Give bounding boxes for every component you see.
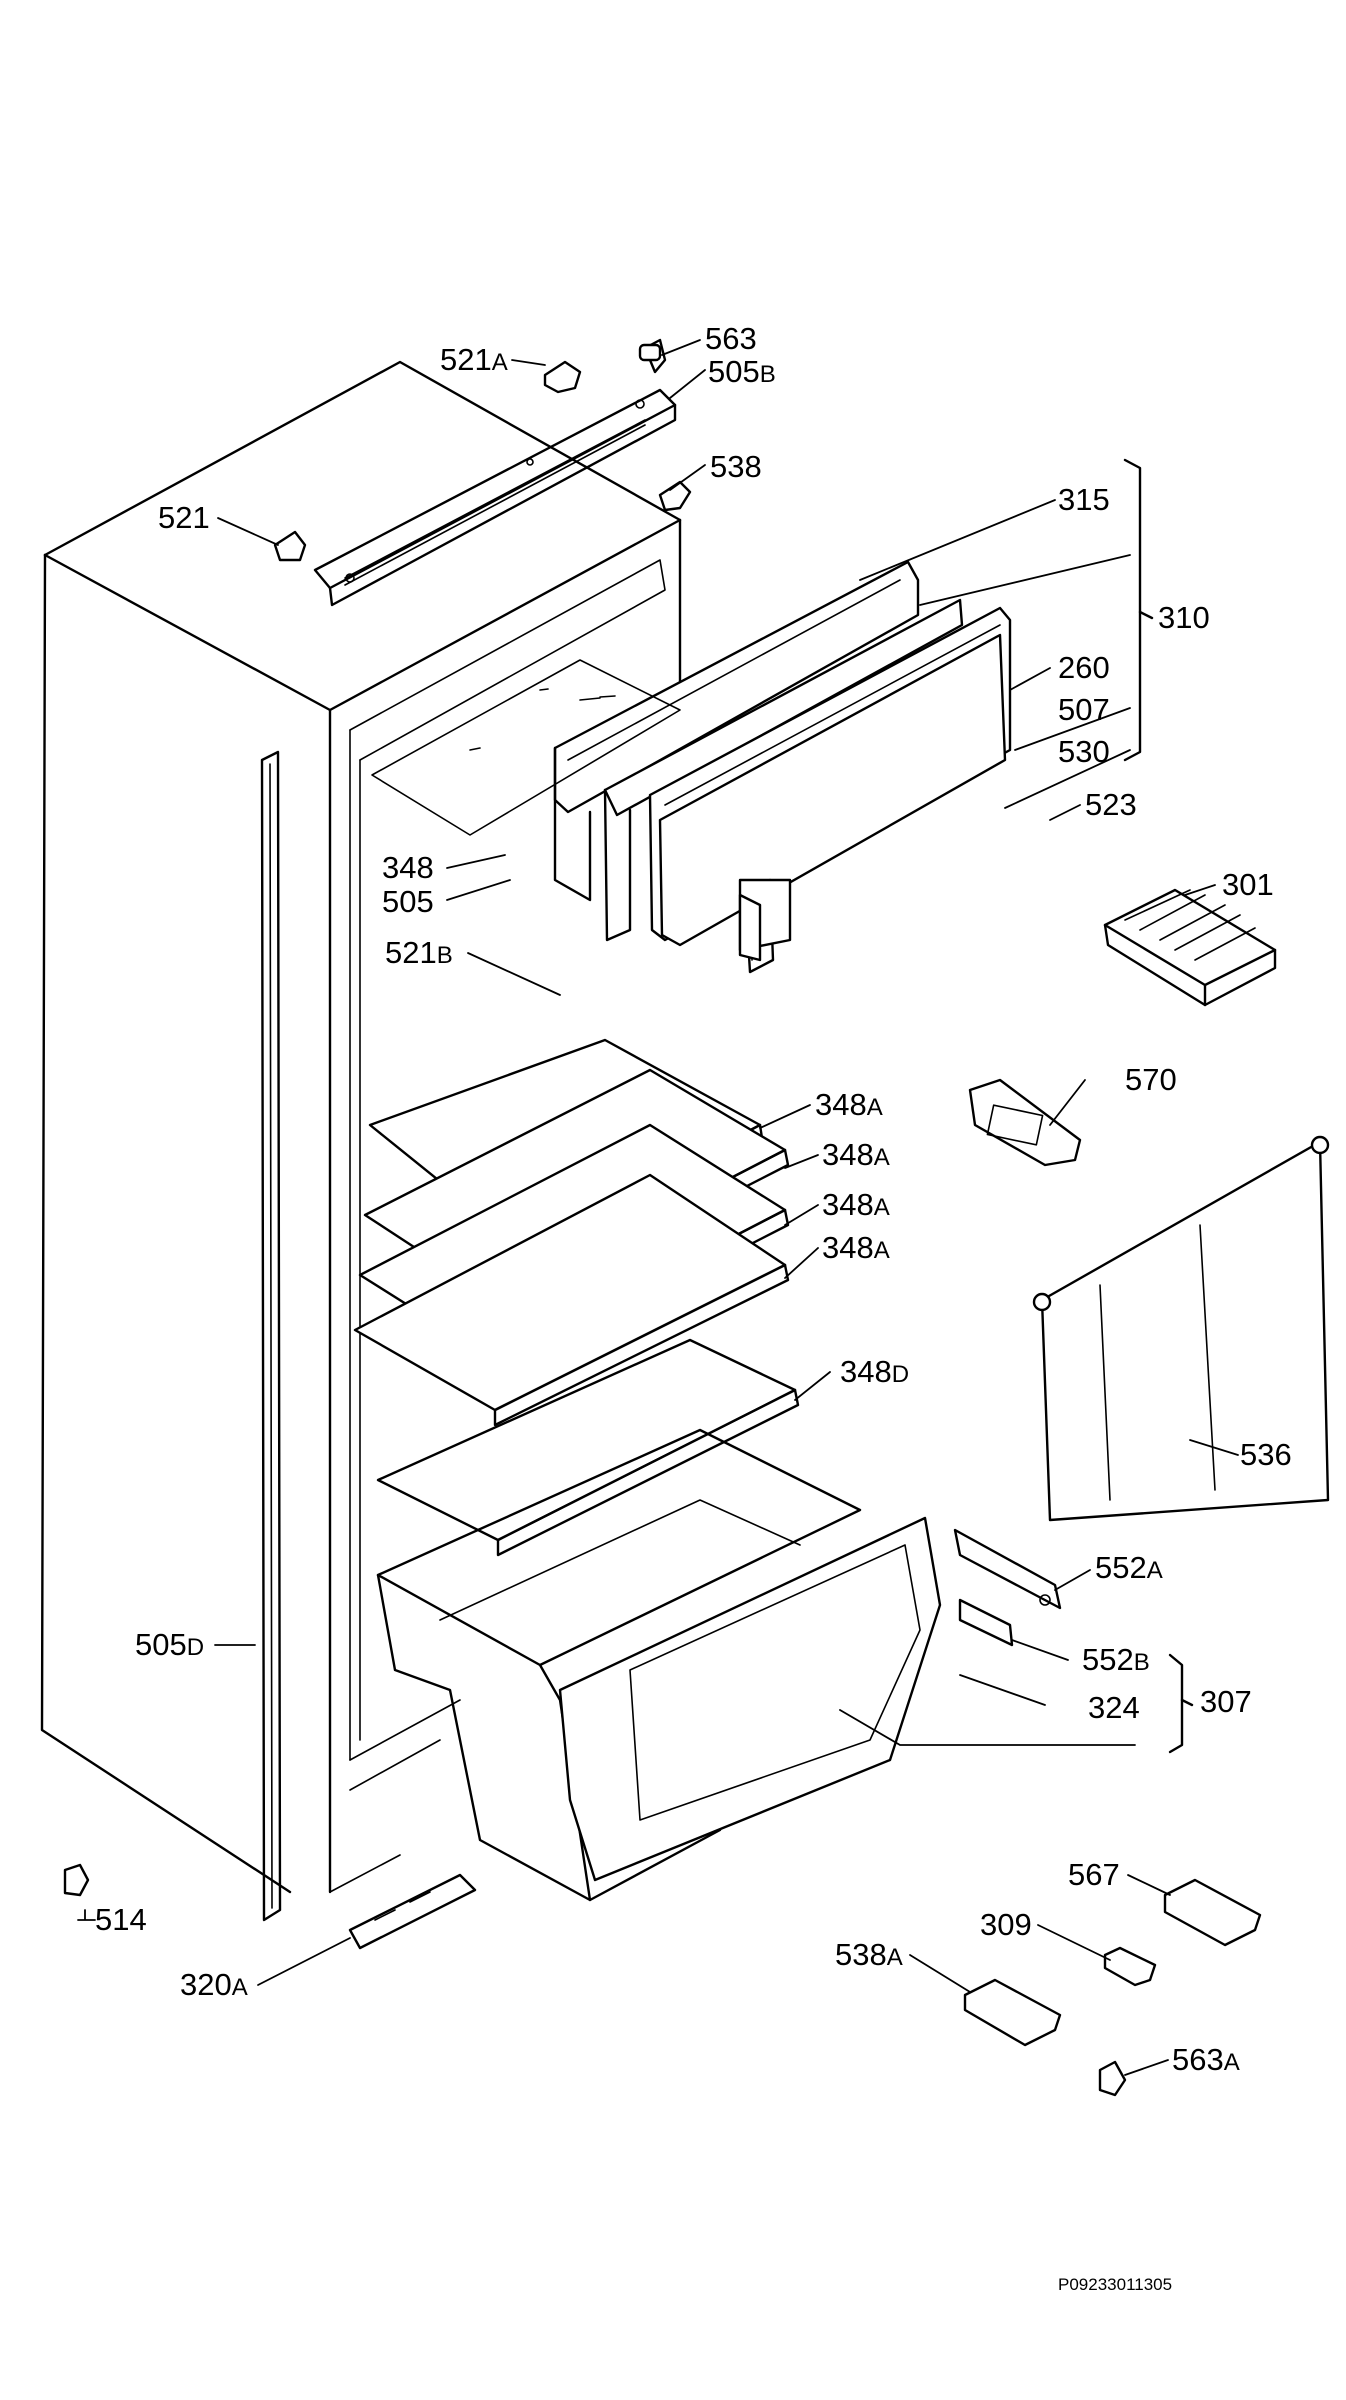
part-label-521b: 521B	[385, 935, 453, 970]
glass-shelves	[353, 659, 800, 1557]
group-bracket-307	[1168, 1653, 1194, 1754]
part-label-505d: 505D	[135, 1627, 204, 1662]
small-hardware-parts	[63, 1863, 1262, 2097]
part-label-567: 567	[1068, 1857, 1120, 1892]
group-bracket-310	[1123, 458, 1154, 762]
part-label-348a-2: 348A	[822, 1137, 890, 1172]
part-label-315: 315	[1058, 482, 1110, 517]
part-label-348a-1: 348A	[815, 1087, 883, 1122]
lower-hinge-bracket	[348, 1873, 477, 1950]
part-label-348a-3: 348A	[822, 1187, 890, 1222]
part-label-563a: 563A	[1172, 2042, 1240, 2077]
part-label-307: 307	[1200, 1684, 1252, 1719]
part-label-301: 301	[1222, 867, 1274, 902]
part-label-538a: 538A	[835, 1937, 903, 1972]
part-label-514: 514	[95, 1902, 147, 1937]
freezer-door-assembly	[553, 560, 1012, 974]
crisper-drawer	[376, 1428, 942, 1902]
part-label-523: 523	[1085, 787, 1137, 822]
door-seal-strip	[260, 750, 282, 1922]
part-label-309: 309	[980, 1907, 1032, 1942]
part-label-348a-4: 348A	[822, 1230, 890, 1265]
part-label-521: 521	[158, 500, 210, 535]
part-label-563: 563	[705, 321, 757, 356]
part-label-324: 324	[1088, 1690, 1140, 1725]
part-label-538: 538	[710, 449, 762, 484]
drawer-cover-curtain	[1032, 1135, 1330, 1522]
part-label-320a: 320A	[180, 1967, 248, 2002]
top-hinge-bar	[313, 388, 677, 607]
part-label-552a: 552A	[1095, 1550, 1163, 1585]
drawing-code: P09233011305	[1058, 2275, 1172, 2294]
part-label-521a: 521A	[440, 342, 508, 377]
part-label-536: 536	[1240, 1437, 1292, 1472]
drawer-rails	[953, 1528, 1062, 1647]
part-label-310: 310	[1158, 600, 1210, 635]
part-label-530: 530	[1058, 734, 1110, 769]
part-label-505b: 505B	[708, 354, 776, 389]
part-labels: 521A 563 505B 538 521 315 310 260 507 53…	[95, 321, 1292, 2077]
thermometer-display	[968, 1078, 1082, 1167]
top-small-parts	[273, 338, 692, 562]
part-label-260: 260	[1058, 650, 1110, 685]
part-label-507: 507	[1058, 692, 1110, 727]
part-label-348d: 348D	[840, 1354, 909, 1389]
part-label-505: 505	[382, 884, 434, 919]
part-label-570: 570	[1125, 1062, 1177, 1097]
part-label-552b: 552B	[1082, 1642, 1150, 1677]
part-label-348: 348	[382, 850, 434, 885]
leader-lines	[77, 339, 1239, 2076]
ice-tray	[1103, 888, 1277, 1007]
